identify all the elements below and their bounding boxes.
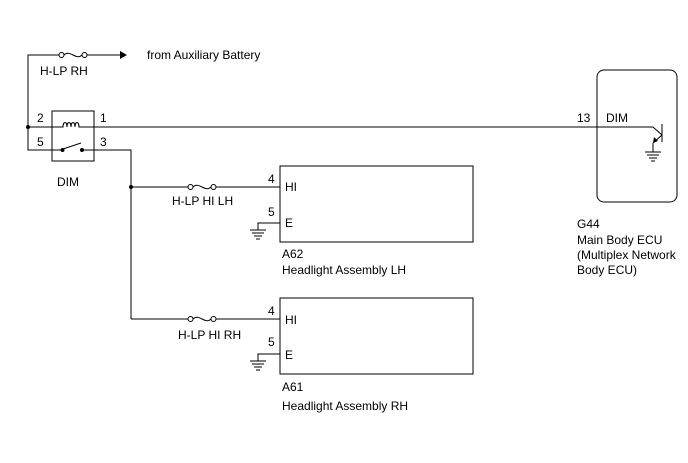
rh-pin-e-label: E	[285, 348, 293, 362]
relay-pin-5: 5	[37, 135, 44, 149]
ecu-code: G44	[577, 217, 600, 231]
lh-pin-e-number: 5	[268, 205, 275, 219]
fuse-hlp-hi-rh-label: H-LP HI RH	[178, 328, 241, 342]
hlp-hi-lh-branch: H-LP HI LH	[131, 184, 280, 208]
ecu-name-line1: Main Body ECU	[577, 233, 662, 247]
lh-pin-e-label: E	[285, 216, 293, 230]
relay-label: DIM	[57, 175, 79, 189]
dim-relay: 2 1 5 3 DIM	[37, 110, 107, 189]
main-body-ecu: 13 DIM G44 Main Body ECU (Multiplex Netw…	[577, 69, 678, 277]
rh-pin-hi-number: 4	[268, 304, 275, 318]
relay-pin-3: 3	[100, 135, 107, 149]
headlight-assembly-rh: 4 HI 5 E A61 Headlight Assembly RH	[250, 297, 474, 413]
fuse-hlp-rh-label: H-LP RH	[40, 64, 88, 78]
relay-switch-icon	[62, 142, 82, 150]
fuse-hlp-hi-lh-label: H-LP HI LH	[172, 194, 233, 208]
lh-name: Headlight Assembly LH	[282, 263, 406, 277]
hlp-hi-rh-branch: H-LP HI RH	[131, 316, 280, 342]
from-aux-battery-label: from Auxiliary Battery	[147, 48, 260, 62]
hi-beam-feed-wire	[94, 149, 132, 319]
rh-pin-e-number: 5	[268, 335, 275, 349]
relay-pin-1: 1	[100, 111, 107, 125]
lh-pin-hi-label: HI	[285, 180, 297, 194]
lh-pin-hi-number: 4	[268, 172, 275, 186]
rh-code: A61	[282, 380, 304, 394]
rh-pin-hi-label: HI	[285, 313, 297, 327]
ecu-name-line2: (Multiplex Network	[577, 248, 677, 262]
arrow-left-icon	[120, 51, 127, 59]
lh-code: A62	[282, 247, 304, 261]
rh-name: Headlight Assembly RH	[282, 399, 408, 413]
relay-pin-2: 2	[37, 111, 44, 125]
ground-icon	[250, 360, 266, 371]
ecu-pin-name: DIM	[606, 111, 628, 125]
headlight-assembly-lh: 4 HI 5 E A62 Headlight Assembly LH	[250, 165, 474, 277]
ecu-name-line3: Body ECU)	[577, 263, 637, 277]
relay-coil-icon	[52, 122, 94, 128]
ecu-pin-number: 13	[577, 111, 591, 125]
transistor-icon	[597, 124, 663, 162]
ground-icon	[250, 229, 266, 240]
hlp-rh-fuse-branch: H-LP RH from Auxiliary Battery	[27, 48, 260, 127]
